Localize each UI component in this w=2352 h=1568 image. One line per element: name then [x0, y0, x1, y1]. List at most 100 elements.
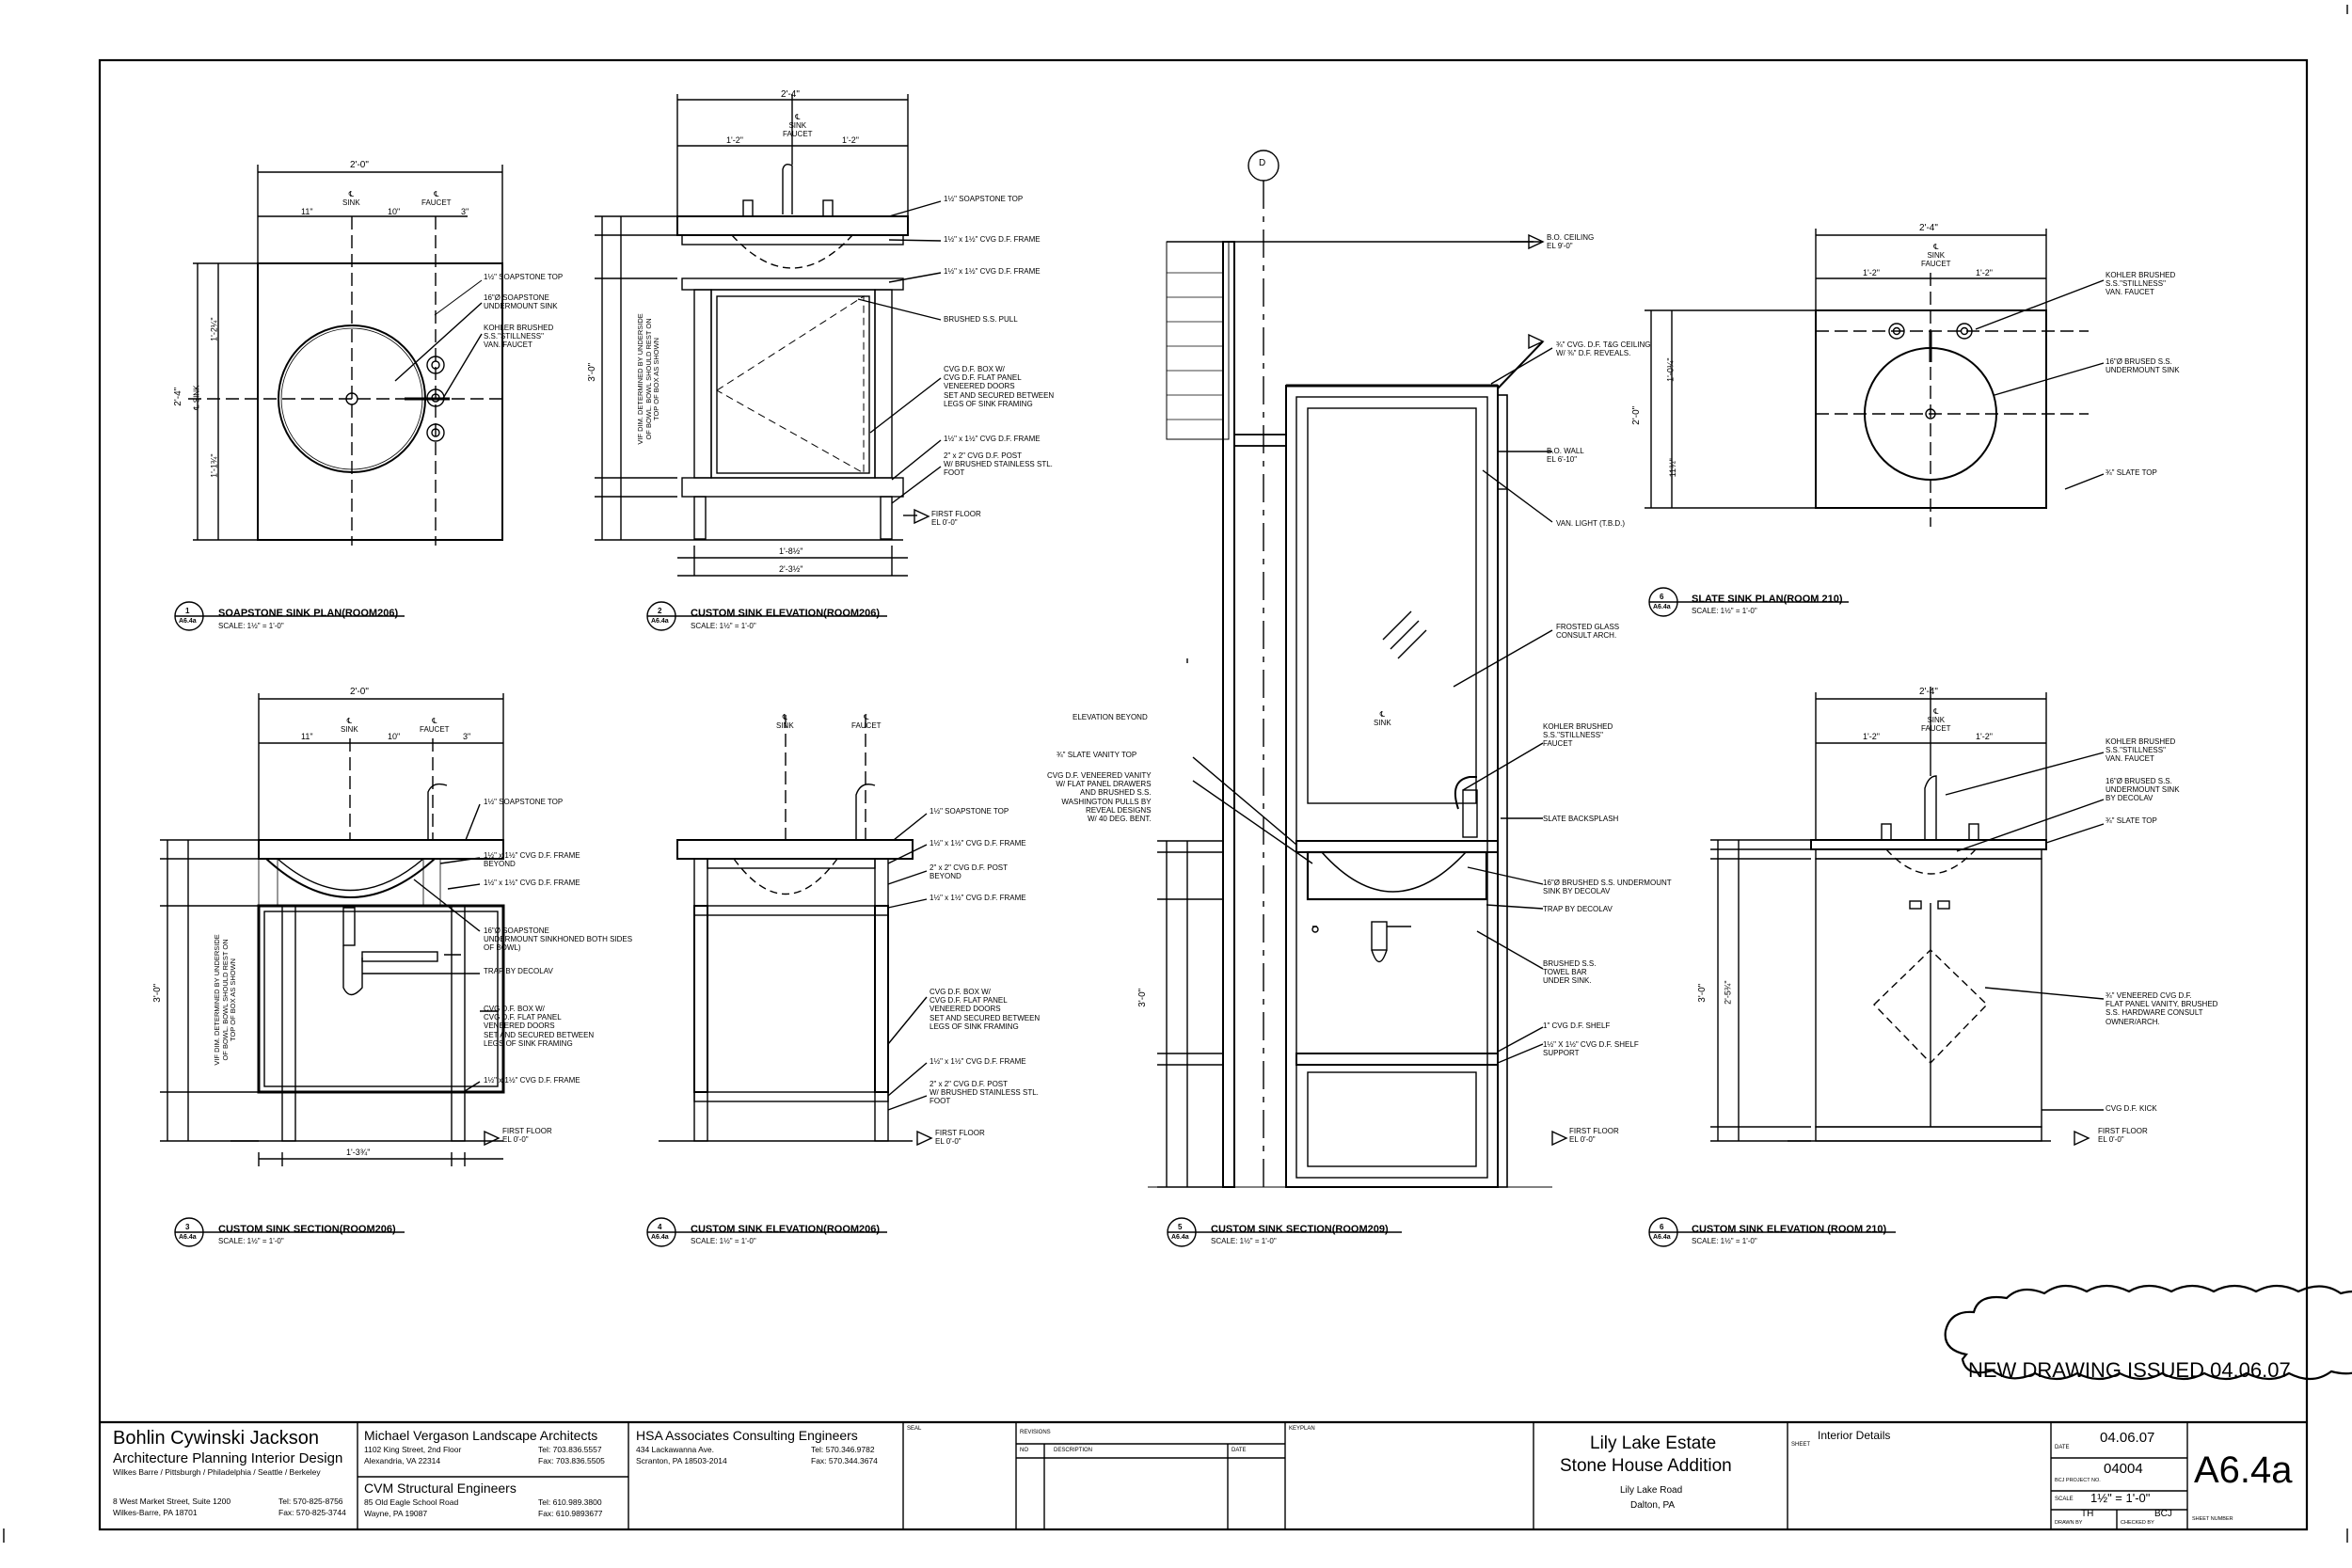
checked-by-label: CHECKED BY	[2121, 1520, 2154, 1526]
view-1-plan	[188, 165, 508, 546]
view-3-ref: A6.4a	[179, 1234, 197, 1241]
view-markers	[174, 587, 1896, 1247]
dim-v6-l2: 11¾"	[1667, 458, 1677, 478]
note-v1-2: KOHLER BRUSHED S.S."STILLNESS" VAN. FAUC…	[484, 324, 554, 350]
dim-v4-sink: ℄ SINK	[776, 713, 794, 731]
project-name-1: Lily Lake Estate	[1590, 1433, 1717, 1453]
view-3-title: CUSTOM SINK SECTION(ROOM206)	[218, 1224, 396, 1235]
landscape-addr2: Alexandria, VA 22314	[364, 1456, 441, 1465]
view-2-num: 2	[658, 607, 662, 615]
dim-v6-12a: 1'-2"	[1863, 268, 1880, 277]
note-v5-5: ELEVATION BEYOND	[1073, 713, 1148, 721]
sheet-number-label: SHEET NUMBER	[2192, 1516, 2233, 1522]
dim-v1-left: 2'-4"	[173, 387, 184, 406]
landscape-tel: Tel: 703.836.5557	[538, 1445, 602, 1454]
sheet-label: SHEET	[1791, 1442, 1811, 1448]
dim-v6b-mid: 2'-5¾"	[1723, 980, 1733, 1005]
view-5-ref: A6.4a	[1171, 1234, 1189, 1241]
view-2-elevation	[595, 94, 942, 577]
dim-v2-note: VIF DIM. DETERMINED BY UNDERSIDE OF BOWL…	[635, 313, 661, 445]
dim-v2-bot1: 1'-8½"	[779, 546, 803, 556]
dim-v6-l1: 1'-0¼"	[1665, 357, 1676, 382]
view-2-title: CUSTOM SINK ELEVATION(ROOM206)	[691, 608, 881, 619]
view-1-scale: SCALE: 1½" = 1'-0"	[218, 622, 284, 630]
note-v5-1: ¾" CVG. D.F. T&G CEILING W/ ⅜" D.F. REVE…	[1556, 341, 1651, 358]
note-v6b-4: CVG D.F. KICK	[2106, 1104, 2157, 1113]
project-road: Lily Lake Road	[1620, 1485, 1683, 1496]
view-6a-title: SLATE SINK PLAN(ROOM 210)	[1692, 594, 1843, 605]
project-no-label: BCJ PROJECT NO.	[2055, 1478, 2101, 1483]
date-label: DATE	[2055, 1445, 2070, 1450]
note-v2-3: BRUSHED S.S. PULL	[944, 315, 1018, 324]
note-v3-7: FIRST FLOOR EL 0'-0"	[502, 1127, 552, 1145]
note-v6a-0: KOHLER BRUSHED S.S."STILLNESS" VAN. FAUC…	[2106, 271, 2176, 297]
note-v5-6: KOHLER BRUSHED S.S."STILLNESS" FAUCET	[1543, 722, 1613, 749]
view-2-ref: A6.4a	[651, 618, 669, 625]
hsa-name: HSA Associates Consulting Engineers	[636, 1428, 858, 1443]
dim-v3-bot: 1'-3¾"	[346, 1148, 371, 1157]
date-value: 04.06.07	[2100, 1430, 2155, 1446]
dim-v5-left: 3'-0"	[1137, 988, 1149, 1007]
dim-v3-left: 3'-0"	[152, 983, 164, 1003]
hsa-addr2: Scranton, PA 18503-2014	[636, 1456, 727, 1465]
elevation-markers	[484, 233, 2090, 1147]
view-4-title: CUSTOM SINK ELEVATION(ROOM206)	[691, 1224, 881, 1235]
dim-v1-10: 10"	[388, 207, 401, 216]
note-v5-0: B.O. CEILING EL 9'-0"	[1547, 233, 1595, 251]
view-1-ref: A6.4a	[179, 618, 197, 625]
view-5-section	[1148, 150, 1553, 1195]
landscape-addr1: 1102 King Street, 2nd Floor	[364, 1445, 462, 1454]
gridline-d: D	[1259, 158, 1266, 168]
note-v2-7: FIRST FLOOR EL 0'-0"	[931, 510, 981, 528]
note-v5-3: VAN. LIGHT (T.B.D.)	[1556, 519, 1626, 528]
dim-v2-sink: ℄ SINK FAUCET	[783, 113, 813, 139]
project-city: Dalton, PA	[1630, 1500, 1676, 1511]
issue-stamp: NEW DRAWING ISSUED 04.06.07	[1968, 1358, 2291, 1382]
structural-fax: Fax: 610.9893677	[538, 1509, 603, 1518]
view-4-elevation	[659, 715, 928, 1142]
note-v5-8: CVG D.F. VENEERED VANITY W/ FLAT PANEL D…	[1047, 771, 1152, 823]
firm-fax: Fax: 570-825-3744	[278, 1508, 346, 1517]
dim-v6b-sink: ℄ SINK FAUCET	[1921, 707, 1951, 734]
view-6a-ref: A6.4a	[1653, 604, 1671, 610]
note-v3-6: 1½" x 1½" CVG D.F. FRAME	[484, 1076, 580, 1085]
note-v5-10: 16"Ø BRUSHED S.S. UNDERMOUNT SINK BY DEC…	[1543, 879, 1672, 896]
firm-cities: Wilkes Barre / Pittsburgh / Philadelphia…	[113, 1467, 321, 1477]
note-v5-9: SLATE BACKSPLASH	[1543, 815, 1619, 823]
view-4-scale: SCALE: 1½" = 1'-0"	[691, 1237, 756, 1245]
dim-v3-top: 2'-0"	[350, 687, 369, 697]
note-v2-0: 1½" SOAPSTONE TOP	[944, 195, 1024, 203]
view-3-num: 3	[185, 1223, 190, 1231]
hsa-tel: Tel: 570.346.9782	[811, 1445, 875, 1454]
sheet-title: Interior Details	[1818, 1429, 1891, 1442]
drawn-by-label: DRAWN BY	[2055, 1520, 2083, 1526]
view-5-num: 5	[1178, 1223, 1183, 1231]
note-v5-13: 1" CVG D.F. SHELF	[1543, 1022, 1611, 1030]
sheet-number: A6.4a	[2194, 1449, 2293, 1491]
hsa-fax: Fax: 570.344.3674	[811, 1456, 878, 1465]
landscape-name: Michael Vergason Landscape Architects	[364, 1428, 598, 1443]
view-6-plan	[1645, 229, 2105, 527]
dim-v2-left: 3'-0"	[587, 362, 598, 382]
note-v6a-1: 16"Ø BRUSED S.S. UNDERMOUNT SINK	[2106, 357, 2180, 375]
dim-v1-csink: ℄ SINK	[192, 385, 201, 410]
dim-v2-12b: 1'-2"	[842, 135, 859, 145]
dim-v1-faucet: ℄ FAUCET	[421, 190, 452, 208]
note-v3-4: TRAP BY DECOLAV	[484, 967, 553, 975]
scale-label: SCALE	[2055, 1497, 2074, 1502]
note-v2-5: 1½" x 1½" CVG D.F. FRAME	[944, 435, 1041, 443]
note-v5-11: TRAP BY DECOLAV	[1543, 905, 1613, 913]
sheet-border	[98, 58, 2309, 1531]
view-6b-num: 6	[1660, 1223, 1664, 1231]
structural-name: CVM Structural Engineers	[364, 1481, 516, 1496]
firm-tel: Tel: 570-825-8756	[278, 1497, 343, 1506]
dim-v2-top: 2'-4"	[781, 89, 800, 100]
note-v3-3: 16"Ø SOAPSTONE UNDERMOUNT SINKHONED BOTH…	[484, 927, 633, 953]
revision-cloud	[1944, 1284, 2352, 1381]
firm-addr1: 8 West Market Street, Suite 1200	[113, 1497, 231, 1506]
dim-v3-faucet: ℄ FAUCET	[420, 717, 450, 735]
view-1-num: 1	[185, 607, 190, 615]
note-v1-0: 1½" SOAPSTONE TOP	[484, 273, 564, 281]
drawn-by-value: TH	[2081, 1509, 2094, 1519]
note-v6b-0: KOHLER BRUSHED S.S."STILLNESS" VAN. FAUC…	[2106, 737, 2176, 764]
